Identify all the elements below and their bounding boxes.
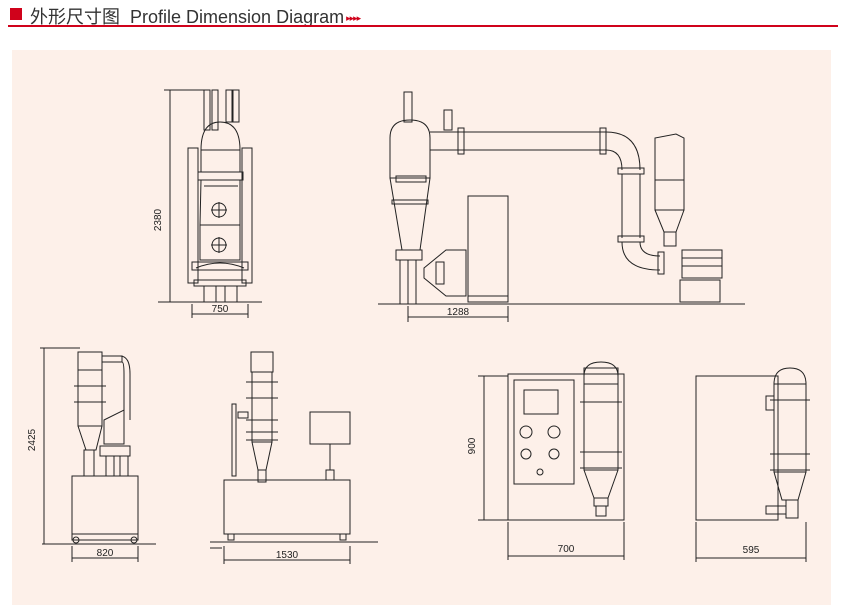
front-width-label: 750: [212, 304, 229, 315]
front-view-drawing: [158, 89, 262, 318]
middle-width-label: 1530: [276, 550, 299, 561]
page-header: 外形尺寸图 Profile Dimension Diagram▸▸▸▸: [0, 0, 846, 29]
header-divider: [8, 25, 838, 27]
right-width-label: 700: [558, 544, 575, 555]
middle-elevation-drawing: [210, 351, 378, 564]
page-title: 外形尺寸图 Profile Dimension Diagram▸▸▸▸: [30, 3, 361, 29]
far-width-label: 595: [743, 545, 760, 556]
side-width-label: 1288: [447, 307, 470, 318]
cabinet-side-drawing: [695, 367, 810, 562]
cabinet-front-drawing: [478, 361, 625, 560]
arrow-right-icons: ▸▸▸▸: [346, 13, 361, 23]
left-elevation-drawing: [40, 347, 156, 562]
title-chinese: 外形尺寸图: [30, 7, 120, 27]
header-square-icon: [10, 8, 22, 20]
left-width-label: 820: [97, 548, 114, 559]
left-height-label: 2425: [27, 428, 38, 451]
right-height-label: 900: [467, 437, 478, 454]
side-view-drawing: [378, 91, 745, 322]
diagram-panel: [12, 50, 831, 605]
title-english: Profile Dimension Diagram: [130, 7, 345, 27]
front-height-label: 2380: [153, 208, 164, 231]
